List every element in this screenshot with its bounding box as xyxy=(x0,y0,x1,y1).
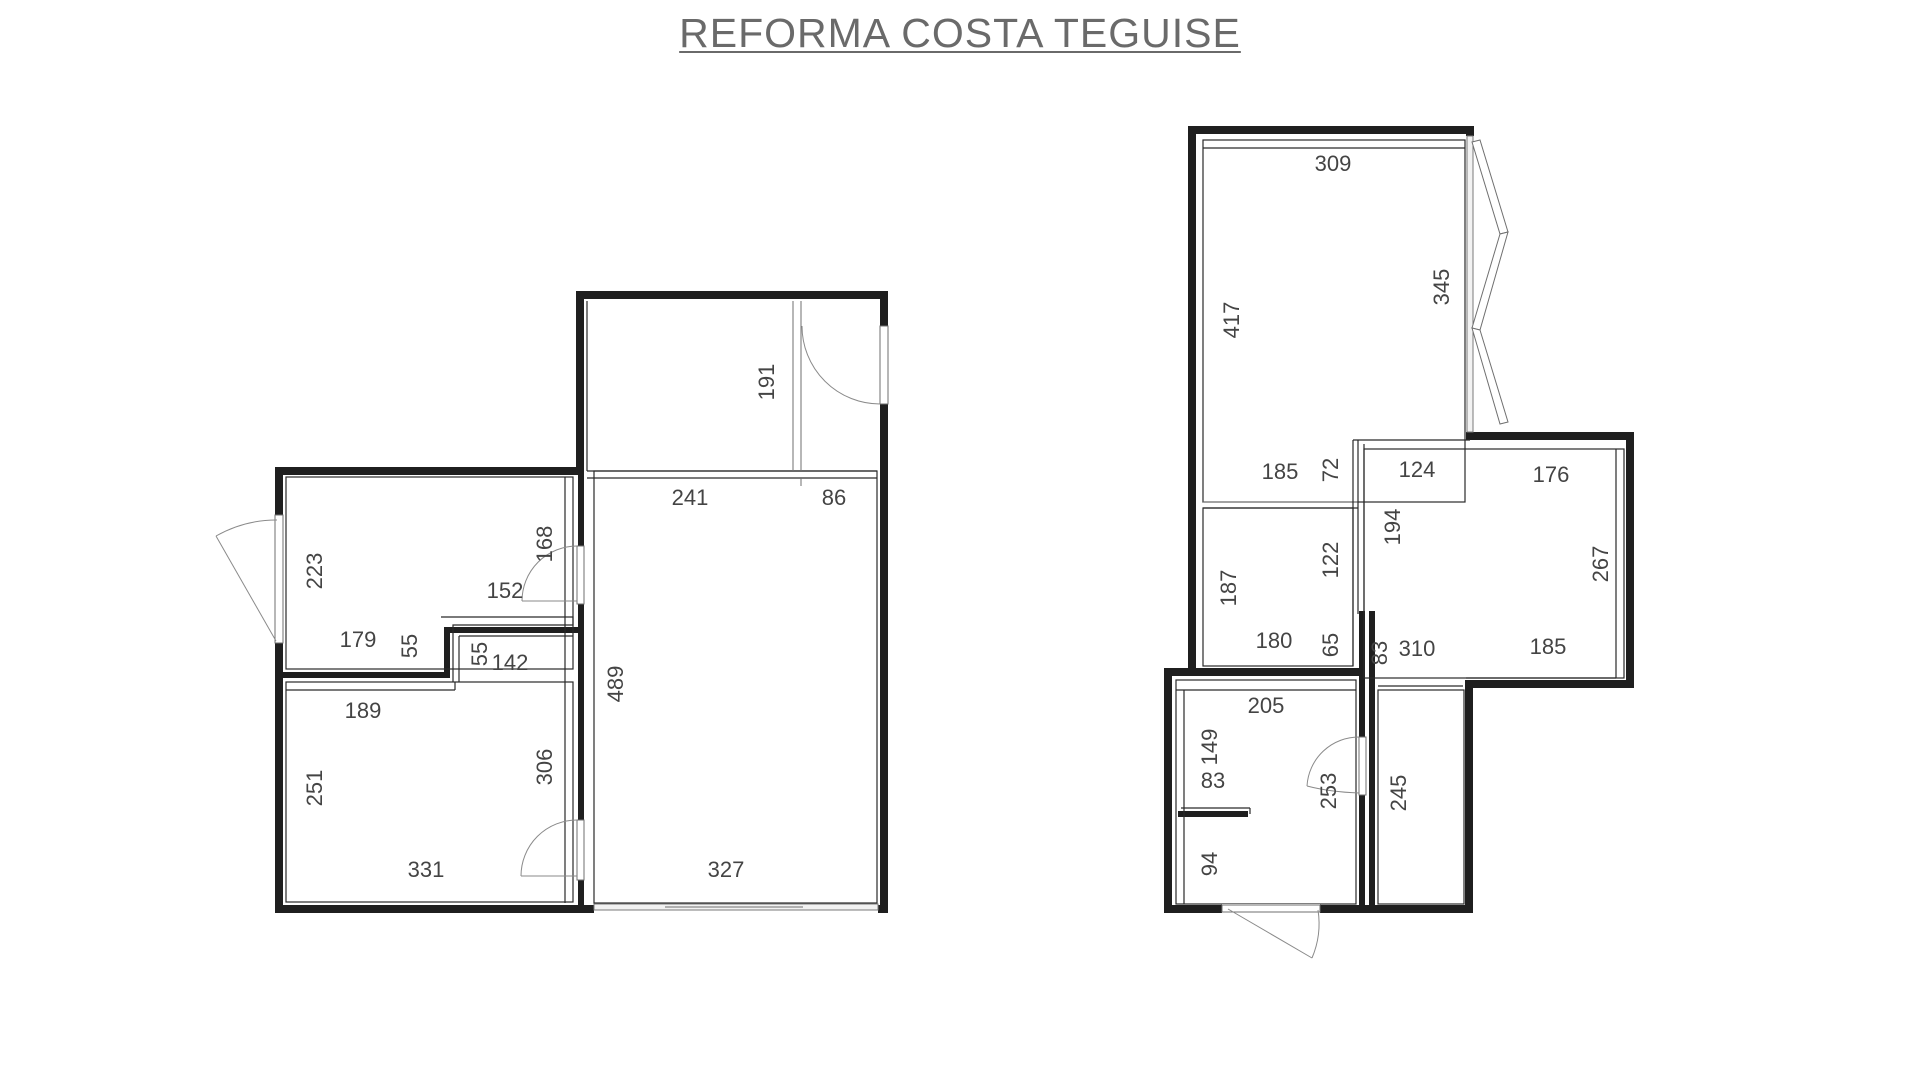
dim-83-lower: 83 xyxy=(1201,768,1225,793)
left-entrance-door[interactable] xyxy=(879,325,889,405)
left-floor-plan: 191 241 86 223 168 152 179 55 55 142 189… xyxy=(215,291,889,914)
dim-241: 241 xyxy=(672,485,709,510)
left-big-room-outline xyxy=(593,470,878,904)
dim-205: 205 xyxy=(1248,693,1285,718)
dim-417: 417 xyxy=(1219,302,1244,339)
dim-345: 345 xyxy=(1429,269,1454,306)
dim-253: 253 xyxy=(1316,773,1341,810)
dim-124: 124 xyxy=(1399,457,1436,482)
dim-176: 176 xyxy=(1533,462,1570,487)
dim-309: 309 xyxy=(1315,151,1352,176)
dim-149: 149 xyxy=(1197,729,1222,766)
right-balcony-window xyxy=(1466,135,1474,433)
dim-327: 327 xyxy=(708,857,745,882)
dim-489: 489 xyxy=(603,666,628,703)
dim-310: 310 xyxy=(1399,636,1436,661)
dim-83-upper: 83 xyxy=(1367,641,1392,665)
dim-180: 180 xyxy=(1256,628,1293,653)
dim-142: 142 xyxy=(492,650,529,675)
dim-185-top: 185 xyxy=(1262,459,1299,484)
left-side-door[interactable] xyxy=(274,514,284,644)
dim-55-right: 55 xyxy=(467,642,492,666)
dim-65: 65 xyxy=(1318,633,1343,657)
dim-194: 194 xyxy=(1380,509,1405,546)
dim-306: 306 xyxy=(532,749,557,786)
dim-72: 72 xyxy=(1318,458,1343,482)
dim-245: 245 xyxy=(1386,775,1411,812)
dim-331: 331 xyxy=(408,857,445,882)
dim-122: 122 xyxy=(1318,542,1343,579)
folding-door-leaf-1[interactable] xyxy=(1471,139,1509,235)
dim-86: 86 xyxy=(822,485,846,510)
dim-168: 168 xyxy=(532,526,557,563)
dim-187: 187 xyxy=(1216,570,1241,607)
right-east-wall xyxy=(1164,432,1634,913)
right-entrance-door[interactable] xyxy=(1221,904,1321,913)
left-bedroom-door[interactable] xyxy=(576,819,585,881)
left-outer-wall xyxy=(275,291,888,913)
dim-179: 179 xyxy=(340,627,377,652)
left-bathroom-door[interactable] xyxy=(576,545,585,605)
folding-door-leaf-3[interactable] xyxy=(1471,327,1509,425)
right-bathroom-door[interactable] xyxy=(1358,736,1367,796)
dim-94: 94 xyxy=(1197,852,1222,876)
right-floor-plan: 309 417 345 185 72 124 176 194 187 122 2… xyxy=(1164,126,1634,959)
dim-152: 152 xyxy=(487,578,524,603)
dim-185-bottom: 185 xyxy=(1530,634,1567,659)
dim-191: 191 xyxy=(754,364,779,401)
dim-189: 189 xyxy=(345,698,382,723)
folding-door-leaf-2[interactable] xyxy=(1471,231,1509,331)
dim-223: 223 xyxy=(302,553,327,590)
plan-title: REFORMA COSTA TEGUISE xyxy=(679,10,1241,56)
left-step-wall xyxy=(280,627,583,678)
dim-251: 251 xyxy=(302,770,327,807)
dim-55-left: 55 xyxy=(397,634,422,658)
dim-267: 267 xyxy=(1588,546,1613,583)
